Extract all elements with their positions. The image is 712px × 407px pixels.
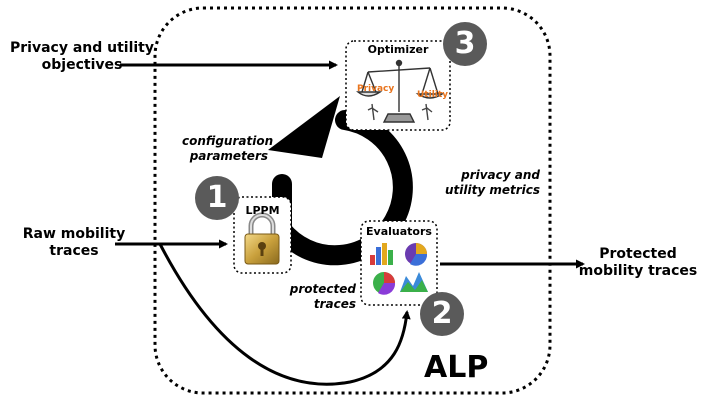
raw-to-evaluators-arrow: [158, 243, 411, 386]
configuration-line-2: parameters: [189, 149, 268, 163]
evaluators-title: Evaluators: [366, 225, 432, 238]
lock-icon: [244, 212, 280, 265]
lppm-step-badge: 1: [195, 176, 239, 220]
alp-label: ALP: [424, 350, 489, 385]
objectives-line-2: objectives: [41, 57, 123, 73]
metrics-line-1: privacy and: [461, 168, 540, 182]
protected-flow-line-2: traces: [313, 297, 356, 311]
objectives-line-1: Privacy and utility: [9, 40, 155, 56]
raw-traces-line-1: Raw mobility: [22, 226, 126, 242]
charts-icon: [370, 243, 428, 295]
protected-flow-label: protected traces: [284, 282, 356, 312]
scale-icon: [356, 59, 445, 123]
protected-output-line-1: Protected: [599, 246, 677, 262]
evaluators-step-badge: 2: [420, 292, 464, 336]
privacy-scale-label: Privacy: [357, 84, 395, 94]
configuration-label: configuration parameters: [182, 134, 274, 164]
configuration-line-1: configuration: [182, 134, 274, 148]
metrics-label: privacy and utility metrics: [440, 168, 540, 198]
raw-traces-label: Raw mobility traces: [8, 226, 140, 260]
protected-flow-line-1: protected: [289, 282, 356, 296]
optimizer-title: Optimizer: [367, 43, 429, 56]
optimizer-step-badge: 3: [443, 22, 487, 66]
raw-traces-line-2: traces: [49, 243, 99, 259]
utility-scale-label: Utility: [417, 90, 449, 100]
metrics-line-2: utility metrics: [444, 183, 540, 197]
lppm-title: LPPM: [245, 204, 280, 217]
protected-output-label: Protected mobility traces: [572, 246, 704, 280]
objectives-label: Privacy and utility objectives: [3, 40, 161, 74]
protected-output-line-2: mobility traces: [578, 263, 698, 279]
alp-boundary: [153, 6, 552, 395]
